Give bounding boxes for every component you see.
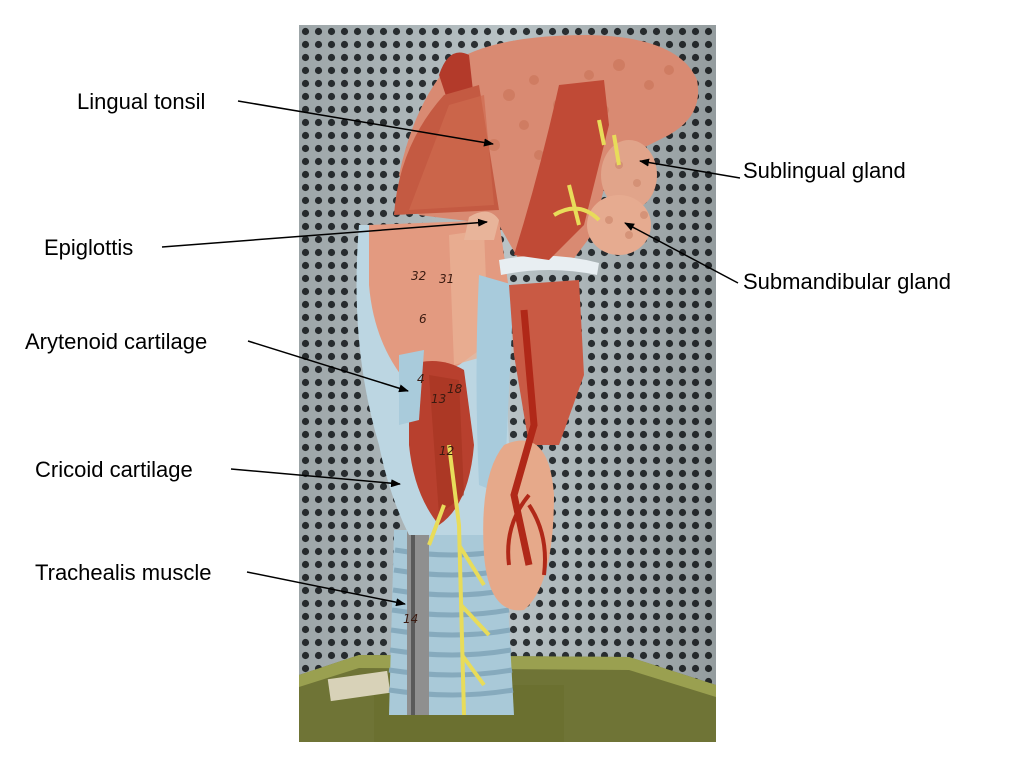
label-cricoid-cartilage: Cricoid cartilage	[35, 457, 193, 482]
model-number-18: 18	[447, 382, 463, 396]
larynx-model-photo: 32 31 6 4 18 13 12 14	[299, 25, 716, 742]
label-arytenoid-cartilage: Arytenoid cartilage	[25, 329, 208, 354]
model-number-6: 6	[419, 312, 427, 326]
label-submandibular-gland: Submandibular gland	[743, 269, 951, 294]
submandibular-gland-shape	[587, 195, 651, 255]
model-number-31: 31	[439, 272, 454, 286]
label-trachealis-muscle: Trachealis muscle	[35, 560, 212, 585]
model-number-4: 4	[417, 372, 425, 386]
label-sublingual-gland: Sublingual gland	[743, 158, 906, 183]
model-number-13: 13	[431, 392, 446, 406]
stand-plate	[327, 670, 391, 702]
sublingual-gland-shape	[601, 140, 657, 210]
esophagus-tube	[476, 275, 514, 495]
model-number-32: 32	[411, 269, 426, 283]
hyoid-bar	[499, 255, 599, 275]
nerves	[427, 119, 621, 716]
model-number-14: 14	[403, 612, 418, 626]
mylohyoid-muscle	[514, 80, 609, 260]
model-number-12: 12	[439, 444, 454, 458]
label-epiglottis: Epiglottis	[44, 235, 134, 260]
label-lingual-tonsil: Lingual tonsil	[77, 89, 206, 114]
